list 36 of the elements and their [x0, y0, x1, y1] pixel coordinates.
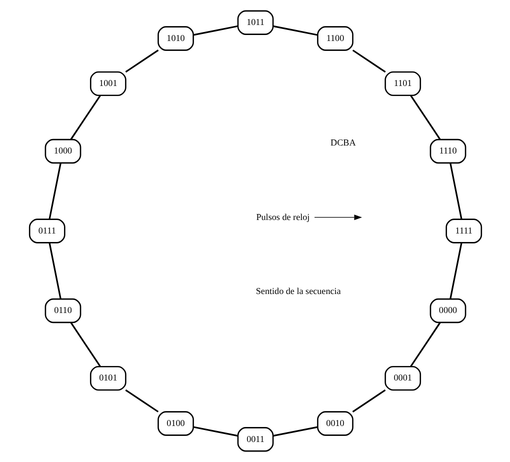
node-box: 1000: [44, 138, 81, 164]
node-box: 0010: [316, 411, 353, 436]
node-box: 1100: [316, 26, 353, 51]
connector: [48, 242, 61, 300]
connector: [272, 426, 318, 437]
connector: [124, 389, 158, 412]
label: DCBA: [330, 138, 356, 148]
node-box: 0000: [429, 298, 466, 324]
connector: [192, 426, 238, 437]
node-box: 0110: [44, 298, 81, 324]
node-box: 1011: [236, 10, 274, 35]
connector: [410, 322, 440, 367]
node-box: 0001: [384, 366, 421, 391]
label: Sentido de la secuencia: [255, 286, 340, 296]
node-box: 1110: [429, 138, 466, 164]
connector: [352, 50, 386, 73]
connector: [124, 50, 158, 73]
connector: [70, 95, 100, 140]
connector: [352, 389, 386, 412]
connector: [410, 94, 440, 140]
connector: [70, 322, 100, 368]
connector: [272, 25, 318, 36]
connector: [192, 25, 238, 36]
node-box: 0111: [28, 218, 65, 244]
node-box: 1010: [157, 26, 194, 51]
node-box: 0100: [157, 411, 194, 436]
node-box: 1111: [445, 218, 482, 244]
connector: [48, 162, 61, 220]
node-box: 1101: [384, 71, 421, 96]
arrow: [314, 214, 362, 220]
node-box: 1001: [89, 71, 126, 96]
connector: [449, 162, 462, 220]
node-box: 0011: [236, 427, 274, 452]
node-text: Pulsos de reloj: [256, 212, 310, 222]
connector: [449, 242, 462, 300]
node-box: 0101: [89, 366, 126, 391]
